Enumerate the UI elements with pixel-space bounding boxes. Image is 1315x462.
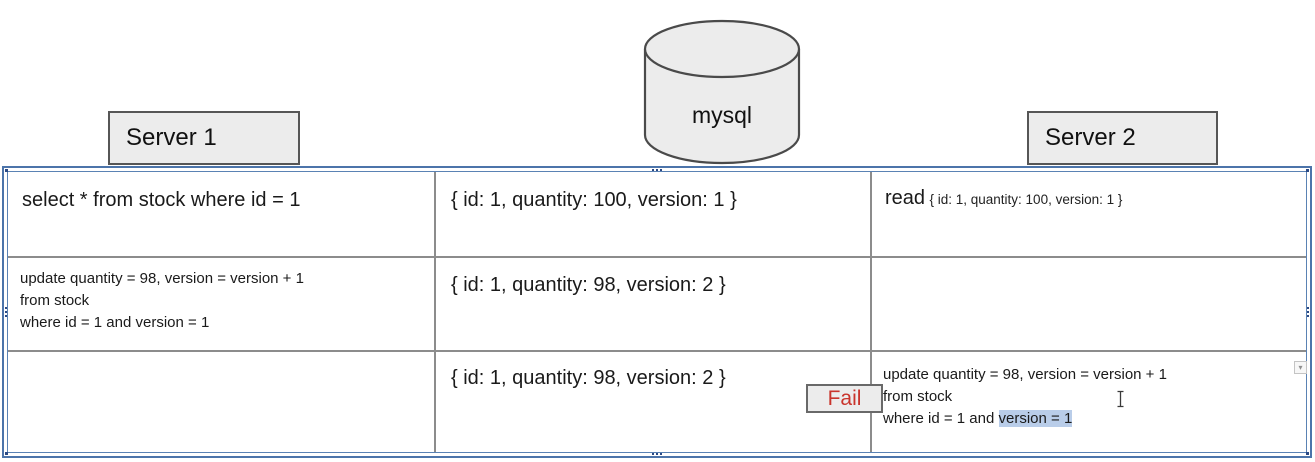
mysql-database-shape[interactable]: mysql — [643, 18, 801, 166]
read-detail: { id: 1, quantity: 100, version: 1 } — [929, 192, 1123, 207]
server2-label: Server 2 — [1045, 124, 1136, 151]
cell-r2-server2[interactable] — [872, 258, 1306, 350]
cell-text: { id: 1, quantity: 100, version: 1 } — [451, 189, 737, 211]
read-keyword: read — [885, 187, 926, 209]
cell-text: { id: 1, quantity: 98, version: 2 } — [451, 274, 726, 296]
cell-r2-mysql[interactable]: { id: 1, quantity: 98, version: 2 } — [436, 258, 872, 350]
sql-line: update quantity = 98, version = version … — [20, 270, 304, 287]
selected-text: version = 1 — [998, 410, 1073, 427]
selection-move-handle-left[interactable] — [5, 307, 7, 317]
table-row: { id: 1, quantity: 98, version: 2 } upda… — [8, 352, 1306, 452]
selection-move-handle-top[interactable] — [652, 169, 662, 171]
chevron-down-icon: ▾ — [1298, 362, 1303, 372]
cell-r1-server1[interactable]: select * from stock where id = 1 — [8, 172, 436, 256]
sql-line: where id = 1 and version = 1 — [20, 314, 210, 331]
expand-button[interactable]: ▾ — [1294, 361, 1307, 374]
selection-move-handle-right[interactable] — [1307, 307, 1309, 317]
table-frame: select * from stock where id = 1 { id: 1… — [7, 171, 1307, 453]
selection-move-handle-bottom[interactable] — [652, 453, 662, 455]
sql-line-prefix: where id = 1 and — [883, 410, 999, 427]
cell-text: { id: 1, quantity: 98, version: 2 } — [451, 367, 726, 389]
table-row: select * from stock where id = 1 { id: 1… — [8, 172, 1306, 258]
cell-text: select * from stock where id = 1 — [22, 189, 301, 211]
sql-line: from stock — [20, 292, 90, 309]
sql-line: where id = 1 and version = 1 — [883, 408, 1294, 430]
selection-corner-handle[interactable] — [1306, 452, 1309, 455]
text-cursor-icon — [1115, 390, 1126, 413]
sql-line: update quantity = 98, version = version … — [883, 366, 1167, 383]
fail-badge[interactable]: Fail — [806, 384, 883, 413]
server1-label: Server 1 — [126, 124, 217, 151]
cell-r3-server1[interactable] — [8, 352, 436, 452]
fail-label: Fail — [827, 386, 862, 410]
selection-corner-handle[interactable] — [5, 169, 8, 172]
cell-r2-server1[interactable]: update quantity = 98, version = version … — [8, 258, 436, 350]
cell-r1-mysql[interactable]: { id: 1, quantity: 100, version: 1 } — [436, 172, 872, 256]
selection-corner-handle[interactable] — [1306, 169, 1309, 172]
database-cylinder-icon — [643, 19, 801, 165]
server1-shape[interactable]: Server 1 — [108, 111, 300, 165]
cell-r3-server2[interactable]: update quantity = 98, version = version … — [872, 352, 1306, 452]
server2-shape[interactable]: Server 2 — [1027, 111, 1218, 165]
sequence-table[interactable]: select * from stock where id = 1 { id: 1… — [2, 166, 1312, 458]
cell-r1-server2[interactable]: read { id: 1, quantity: 100, version: 1 … — [872, 172, 1306, 256]
database-label: mysql — [691, 102, 753, 128]
sql-line: from stock — [883, 388, 953, 405]
selection-corner-handle[interactable] — [5, 452, 8, 455]
table-row: update quantity = 98, version = version … — [8, 258, 1306, 352]
